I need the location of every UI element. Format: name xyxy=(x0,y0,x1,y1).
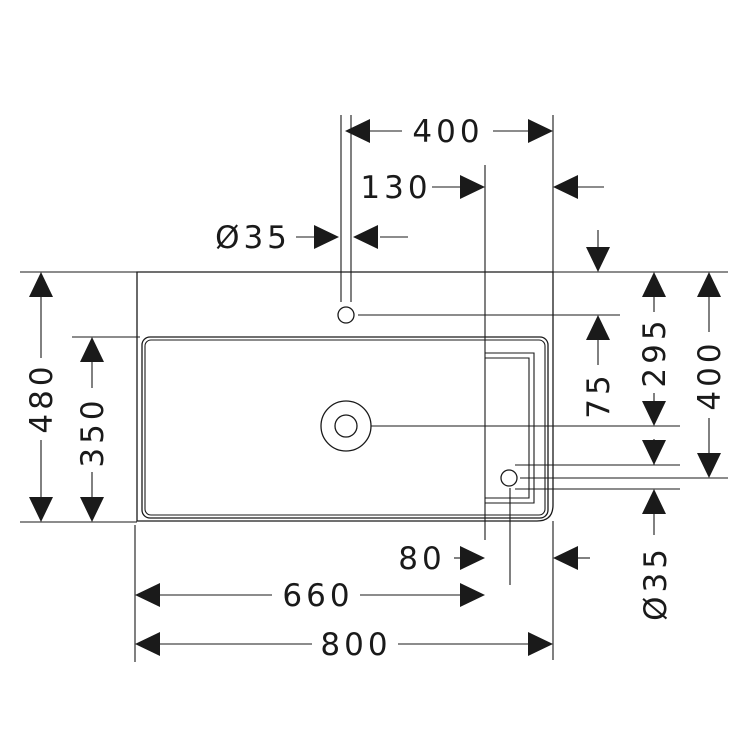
basin-outline xyxy=(136,271,554,522)
dim-80-label: 80 xyxy=(398,541,445,577)
dim-350: 350 xyxy=(75,337,111,522)
dim-480: 480 xyxy=(24,272,60,522)
main-drain xyxy=(320,400,372,452)
dim-tap-hole-diameter-label: Ø35 xyxy=(215,220,291,256)
dim-295-label: 295 xyxy=(637,316,673,387)
dim-tap-hole-diameter: Ø35 xyxy=(215,220,408,256)
dim-overflow-hole-diameter: Ø35 xyxy=(638,439,674,621)
dim-400-right-label: 400 xyxy=(692,339,728,410)
dim-80: 80 xyxy=(398,541,590,577)
dim-295: 295 xyxy=(637,272,673,426)
dim-660: 660 xyxy=(135,578,485,614)
dim-660-label: 660 xyxy=(282,578,353,614)
dim-75-label: 75 xyxy=(581,371,617,418)
tap-hole xyxy=(337,306,355,324)
overflow-hole xyxy=(500,469,518,487)
dim-800-label: 800 xyxy=(320,627,391,663)
dim-130-label: 130 xyxy=(360,170,431,206)
dim-400-top-label: 400 xyxy=(412,114,483,150)
dim-800: 800 xyxy=(135,627,553,663)
dim-130: 130 xyxy=(360,170,604,206)
dim-400-top: 400 xyxy=(345,114,553,150)
dim-400-right: 400 xyxy=(692,272,728,478)
dim-75: 75 xyxy=(581,230,617,419)
dim-overflow-hole-diameter-label: Ø35 xyxy=(638,545,674,621)
dim-480-label: 480 xyxy=(24,362,60,433)
extension-lines xyxy=(20,115,728,662)
dim-350-label: 350 xyxy=(75,396,111,467)
